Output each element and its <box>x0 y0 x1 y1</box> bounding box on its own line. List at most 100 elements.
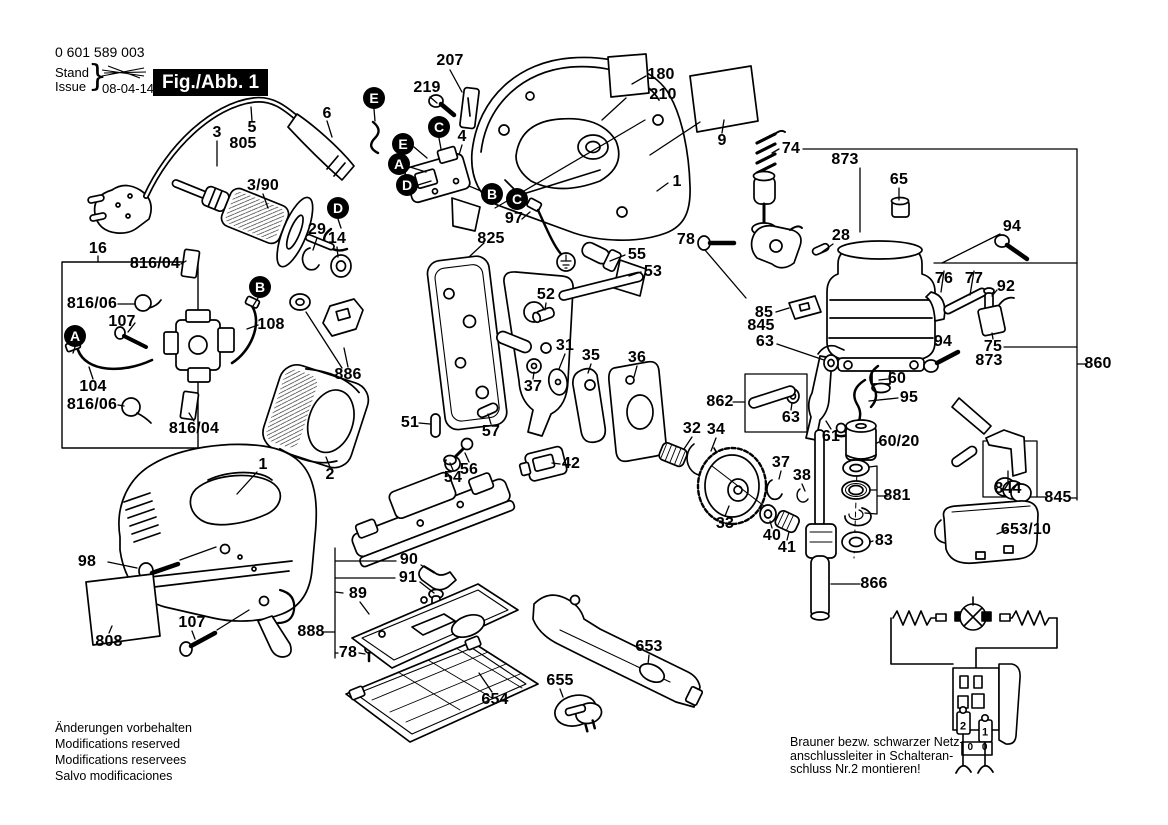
part-label: 1 <box>672 173 682 190</box>
wiring-note: Brauner bezw. schwarzer Netz-anschlussle… <box>790 735 970 777</box>
part-label: 881 <box>883 487 911 504</box>
part-label: 57 <box>481 423 501 440</box>
part-label: 40 <box>762 527 782 544</box>
part-label: 60 <box>887 370 907 387</box>
part-label: 1 <box>258 456 268 473</box>
part-label: 866 <box>860 575 888 592</box>
part-label: 37 <box>523 378 543 395</box>
revision-date: 08-04-14 <box>102 81 155 96</box>
wiring-note-line: Brauner bezw. schwarzer Netz- <box>790 735 964 749</box>
part-label: 6 <box>322 105 332 122</box>
part-label: 89 <box>348 585 368 602</box>
part-label: 9 <box>717 132 727 149</box>
part-label: 78 <box>676 231 696 248</box>
callout-letter: D <box>327 197 349 219</box>
part-label: 94 <box>933 333 953 350</box>
part-label: 844 <box>994 480 1022 497</box>
part-label: 862 <box>706 393 734 410</box>
leader-lines <box>72 69 1088 698</box>
part-label: 83 <box>874 532 894 549</box>
part-label: 92 <box>996 278 1016 295</box>
part-label: 34 <box>706 421 726 438</box>
circuit-terminal-2: 2 <box>959 720 967 733</box>
part-label: 91 <box>398 569 418 586</box>
callout-letter: B <box>249 276 271 298</box>
part-label: 653 <box>635 638 663 655</box>
part-label: 36 <box>627 349 647 366</box>
part-label: 35 <box>581 347 601 364</box>
figure-badge: Fig./Abb. 1 <box>153 69 269 96</box>
part-label: 14 <box>327 230 347 247</box>
part-label: 31 <box>555 337 575 354</box>
part-label: 808 <box>95 633 123 650</box>
part-label: 816/06 <box>66 396 118 413</box>
part-label: 63 <box>781 409 801 426</box>
part-label: 16 <box>88 240 108 257</box>
issue-label: Issue <box>55 79 87 94</box>
part-label: 52 <box>536 286 556 303</box>
stand-issue-brace: } <box>88 59 108 94</box>
part-label: 886 <box>334 366 362 383</box>
part-label: 860 <box>1084 355 1112 372</box>
part-label: 219 <box>413 79 441 96</box>
part-label: 845 <box>747 317 775 334</box>
part-label: 816/04 <box>129 255 181 272</box>
part-label: 825 <box>477 230 505 247</box>
part-label: 75 <box>983 338 1003 355</box>
part-label: 33 <box>715 515 735 532</box>
part-label: 107 <box>178 614 206 631</box>
part-label: 76 <box>934 270 954 287</box>
part-label: 63 <box>755 333 775 350</box>
part-label: 32 <box>682 420 702 437</box>
callout-letter: C <box>428 116 450 138</box>
callout-letter: C <box>506 188 528 210</box>
part-label: 74 <box>781 140 801 157</box>
part-label: 29 <box>307 221 327 238</box>
part-label: 53 <box>643 263 663 280</box>
part-label: 888 <box>297 623 325 640</box>
modifications-line: Salvo modificaciones <box>55 769 173 783</box>
part-label: 28 <box>831 227 851 244</box>
part-label: 653/10 <box>1000 521 1052 538</box>
circuit-terminal-1: 1 <box>981 726 989 739</box>
part-label: 2 <box>325 466 335 483</box>
part-label: 108 <box>257 316 285 333</box>
callout-letter: E <box>363 87 385 109</box>
part-label: 180 <box>647 66 675 83</box>
part-label: 41 <box>777 539 797 556</box>
part-label: 3 <box>212 124 222 141</box>
callout-letter: D <box>396 174 418 196</box>
crossed-out-date <box>101 65 147 79</box>
part-label: 60/20 <box>878 433 920 450</box>
part-label: 97 <box>504 210 524 227</box>
part-label: 5 <box>247 119 257 136</box>
part-label: 54 <box>443 469 463 486</box>
part-label: 98 <box>77 553 97 570</box>
modifications-line: Modifications reserved <box>55 737 181 751</box>
part-label: 3/90 <box>247 177 279 194</box>
part-label: 816/04 <box>168 420 220 437</box>
part-label: 210 <box>649 86 677 103</box>
part-label: 655 <box>546 672 574 689</box>
part-label: 104 <box>79 378 107 395</box>
part-label: 873 <box>975 352 1003 369</box>
part-label: 805 <box>229 135 257 152</box>
part-label: 107 <box>108 313 136 330</box>
part-label: 42 <box>561 455 581 472</box>
document-number: 0 601 589 003 <box>55 44 145 60</box>
part-label: 95 <box>899 389 919 406</box>
part-label: 873 <box>831 151 859 168</box>
part-label: 56 <box>459 461 479 478</box>
part-label: 845 <box>1044 489 1072 506</box>
part-label: 78 <box>338 644 358 661</box>
part-label: 55 <box>627 246 647 263</box>
part-label: 38 <box>792 467 812 484</box>
part-label: 4 <box>457 128 467 145</box>
part-label: 207 <box>436 52 464 69</box>
callout-letter: B <box>481 183 503 205</box>
part-label: 65 <box>889 171 909 188</box>
wiring-note-line: schluss Nr.2 montieren! <box>790 762 921 776</box>
circuit-zero-positions: 0 0 <box>967 742 991 753</box>
